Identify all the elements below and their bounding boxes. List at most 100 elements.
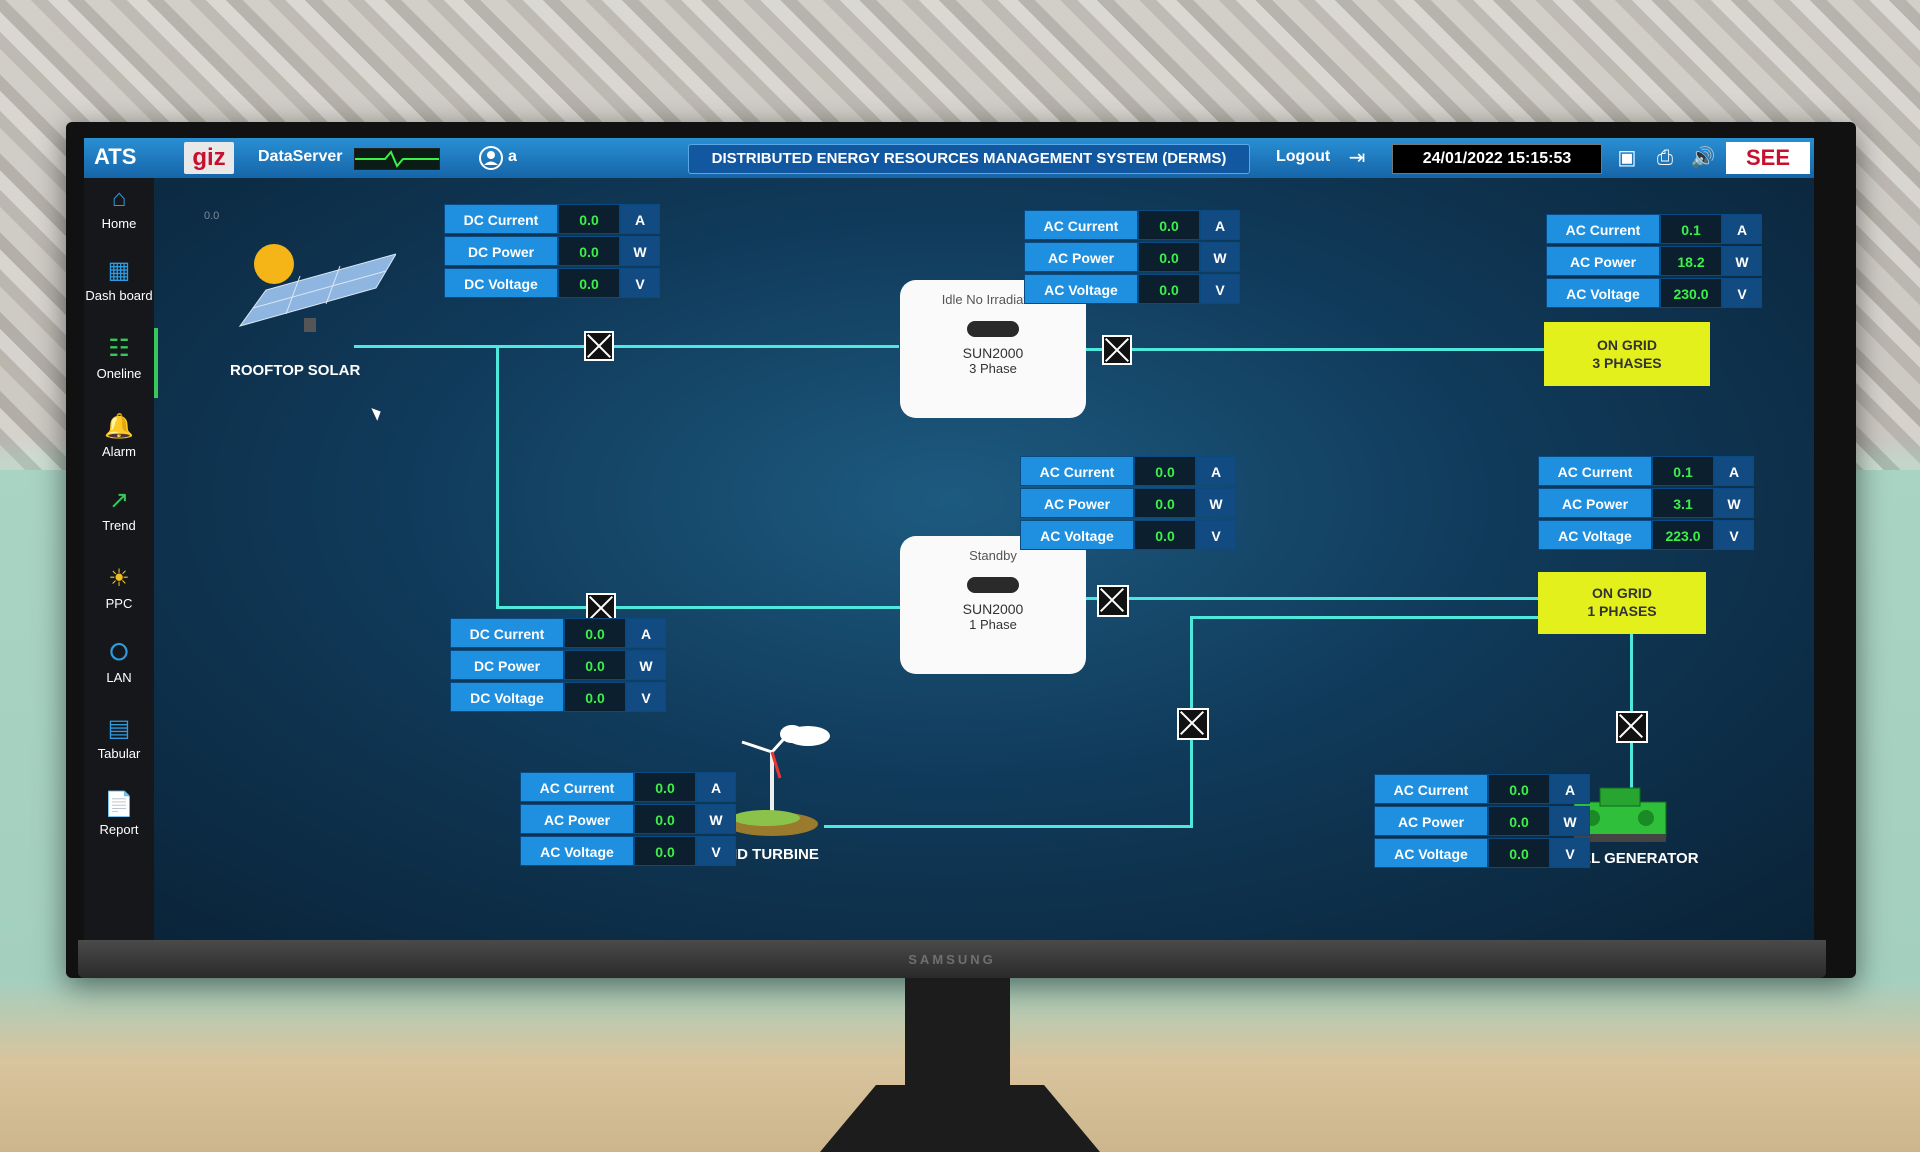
- inverter-icon: [967, 321, 1019, 337]
- meter-value: 0.0: [1138, 210, 1200, 240]
- meter-unit: A: [1196, 456, 1236, 486]
- sidebar-item-alarm[interactable]: 🔔 Alarm: [84, 406, 154, 476]
- logout-button[interactable]: Logout: [1276, 148, 1331, 165]
- sidebar-item-ppc[interactable]: ☀ PPC: [84, 558, 154, 628]
- inverter-model: SUN2000: [962, 345, 1024, 361]
- wire-inv1-grid3: [1086, 348, 1624, 351]
- meter-label: AC Power: [520, 804, 634, 834]
- wire-inv2-grid1: [1086, 597, 1622, 600]
- meter-unit: A: [1722, 214, 1762, 244]
- user-icon[interactable]: [476, 145, 506, 171]
- sidebar-item-dashboard[interactable]: ▦ Dash board: [84, 250, 154, 320]
- speaker-icon[interactable]: 🔊: [1690, 147, 1716, 169]
- monitor-stand-base: [820, 1085, 1100, 1152]
- oneline-icon: ☷: [108, 335, 130, 362]
- inverter-icon: [967, 577, 1019, 593]
- grid-1-phase-status[interactable]: ON GRID 1 PHASES: [1538, 572, 1706, 634]
- sidebar-item-label: Dash board: [85, 288, 153, 303]
- meter-value: 0.0: [634, 772, 696, 802]
- meter-label: DC Voltage: [450, 682, 564, 712]
- meter-label: AC Power: [1024, 242, 1138, 272]
- breaker-solar-inv1[interactable]: [584, 331, 614, 361]
- meter-value: 0.0: [558, 236, 620, 266]
- giz-logo: giz: [184, 142, 234, 174]
- meter-value: 0.0: [558, 268, 620, 298]
- meter-value: 0.0: [634, 836, 696, 866]
- meter-value: 0.0: [1134, 456, 1196, 486]
- ppc-icon: ☀: [108, 565, 130, 592]
- meter-unit: V: [620, 268, 660, 298]
- logout-icon[interactable]: ⇥: [1348, 147, 1366, 169]
- meter-unit: V: [1200, 274, 1240, 304]
- meter-label: AC Power: [1538, 488, 1652, 518]
- monitor-brand: SAMSUNG: [908, 952, 996, 967]
- sidebar-item-label: LAN: [106, 670, 132, 685]
- meter-unit: A: [626, 618, 666, 648]
- user-name: a: [508, 148, 517, 165]
- meter-unit: W: [1200, 242, 1240, 272]
- meter-unit: V: [1722, 278, 1762, 308]
- screenshot-icon[interactable]: ▣: [1617, 147, 1637, 169]
- report-icon: 📄: [104, 791, 134, 818]
- meter-value: 0.0: [1488, 806, 1550, 836]
- sidebar-item-label: Alarm: [102, 444, 136, 459]
- meter-label: AC Current: [1546, 214, 1660, 244]
- sidebar-item-home[interactable]: ⌂ Home: [84, 178, 154, 248]
- meter-label: AC Current: [520, 772, 634, 802]
- meter-unit: A: [1550, 774, 1590, 804]
- meter-value: 0.0: [564, 682, 626, 712]
- sidebar-item-lan[interactable]: ⭘ LAN: [84, 632, 154, 702]
- sidebar: ⌂ Home ▦ Dash board ☷ Oneline 🔔 Alarm ↗ …: [84, 178, 158, 940]
- meter-label: AC Current: [1024, 210, 1138, 240]
- solar-caption: ROOFTOP SOLAR: [230, 362, 361, 379]
- see-logo: SEE: [1726, 142, 1810, 174]
- meter-unit: W: [626, 650, 666, 680]
- meter-value: 0.0: [1134, 520, 1196, 550]
- meter-label: DC Power: [444, 236, 558, 266]
- wire-wind-bus: [1190, 616, 1622, 619]
- dashboard-icon: ▦: [107, 257, 131, 284]
- meter-label: AC Voltage: [1020, 520, 1134, 550]
- breaker-diesel[interactable]: [1616, 711, 1648, 743]
- sidebar-item-oneline[interactable]: ☷ Oneline: [84, 328, 158, 398]
- heartbeat-icon: [355, 150, 439, 168]
- print-icon[interactable]: ⎙: [1657, 147, 1673, 169]
- meter-unit: V: [696, 836, 736, 866]
- meter-unit: A: [620, 204, 660, 234]
- wind-turbine-icon: [722, 720, 834, 836]
- inverter-1-phase[interactable]: Standby SUN2000 1 Phase: [900, 536, 1086, 674]
- breaker-inv2-grid[interactable]: [1097, 585, 1129, 617]
- wire-solar-inv2: [496, 606, 900, 609]
- sidebar-item-trend[interactable]: ↗ Trend: [84, 480, 154, 550]
- inverter-phase: 1 Phase: [969, 617, 1017, 632]
- meter-label: AC Voltage: [1024, 274, 1138, 304]
- sidebar-item-report[interactable]: 📄 Report: [84, 784, 154, 854]
- meter-value: 0.0: [564, 650, 626, 680]
- meter-unit: W: [1550, 806, 1590, 836]
- breaker-inv1-grid[interactable]: [1102, 335, 1132, 365]
- meter-label: AC Voltage: [520, 836, 634, 866]
- meter-label: AC Current: [1020, 456, 1134, 486]
- meter-unit: W: [1196, 488, 1236, 518]
- grid-status-line1: ON GRID: [1592, 585, 1652, 601]
- top-bar: ATS giz DataServer a DISTRIBUTED ENERGY …: [84, 138, 1814, 178]
- meter-unit: W: [620, 236, 660, 266]
- monitor-stand: [905, 978, 1010, 1088]
- meter-label: DC Power: [450, 650, 564, 680]
- sidebar-item-tabular[interactable]: ▤ Tabular: [84, 708, 154, 778]
- meter-value: 0.0: [564, 618, 626, 648]
- meter-label: AC Voltage: [1538, 520, 1652, 550]
- grid-3-phase-status[interactable]: ON GRID 3 PHASES: [1544, 322, 1710, 386]
- meter-value: 223.0: [1652, 520, 1714, 550]
- meter-unit: W: [696, 804, 736, 834]
- meter-value: 0.1: [1652, 456, 1714, 486]
- breaker-wind[interactable]: [1177, 708, 1209, 740]
